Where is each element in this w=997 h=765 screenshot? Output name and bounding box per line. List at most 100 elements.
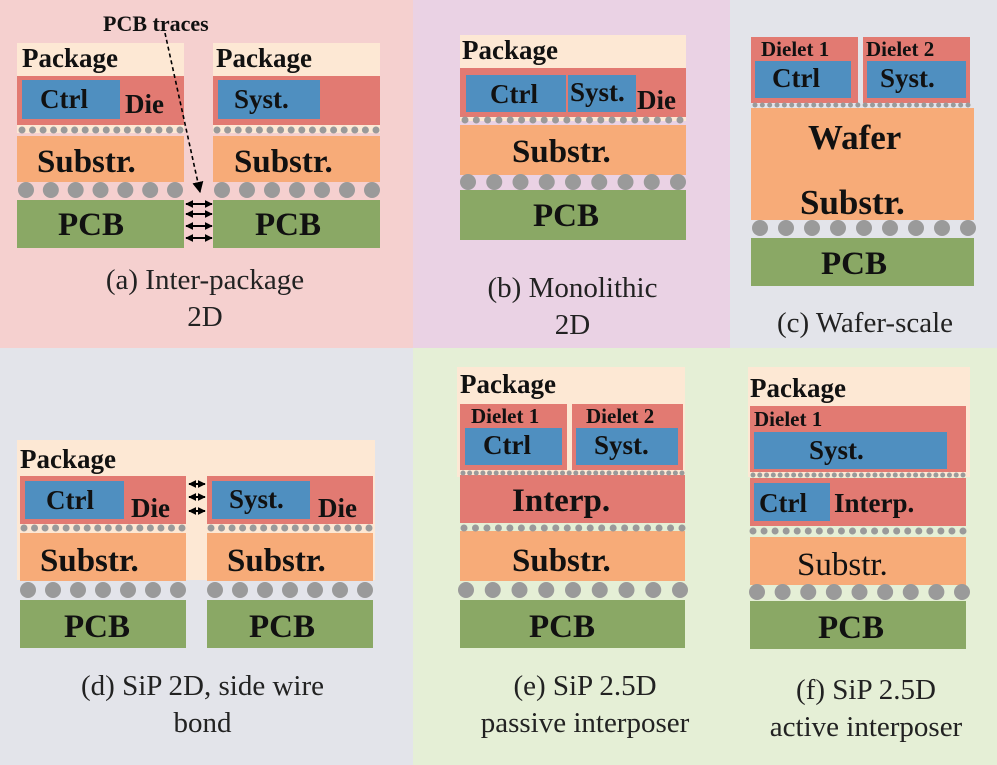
micro-bump <box>926 472 932 478</box>
micro-bump <box>593 470 599 476</box>
micro-bump <box>495 116 503 124</box>
micro-bump <box>865 472 871 478</box>
micro-bump <box>870 102 876 108</box>
micro-bump <box>560 470 566 476</box>
solder-ball <box>830 220 846 236</box>
die-label: Die <box>637 85 676 115</box>
micro-bump <box>757 472 763 478</box>
micro-bump <box>563 116 571 124</box>
micro-bump <box>899 472 905 478</box>
micro-bump <box>921 102 927 108</box>
micro-bump <box>20 524 28 532</box>
pcb-label: PCB <box>255 207 321 243</box>
micro-bump <box>906 472 912 478</box>
micro-bump <box>959 527 967 535</box>
interposer-label: Interp. <box>512 483 611 519</box>
micro-bump <box>750 472 756 478</box>
solder-ball <box>332 582 348 598</box>
micro-bump <box>176 126 184 134</box>
solder-ball <box>67 182 84 198</box>
micro-bump <box>936 102 942 108</box>
micro-bump <box>484 116 492 124</box>
micro-bump <box>784 472 790 478</box>
micro-bump <box>520 470 526 476</box>
micro-bump <box>255 126 263 134</box>
micro-bump <box>157 524 165 532</box>
micro-bump <box>749 527 757 535</box>
ctrl-label: Ctrl <box>40 84 88 114</box>
syst-core <box>576 428 678 465</box>
solder-ball <box>928 584 945 600</box>
micro-bump <box>770 472 776 478</box>
micro-bump <box>893 527 901 535</box>
micro-bump <box>633 470 639 476</box>
micro-bump <box>847 102 853 108</box>
solder-ball <box>282 582 298 598</box>
solder-ball <box>92 182 109 198</box>
micro-bump <box>826 527 834 535</box>
pcb-traces-label: PCB traces <box>103 11 209 36</box>
solder-ball <box>851 584 868 600</box>
pcb-d-left <box>20 600 186 648</box>
ctrl-core <box>465 428 562 465</box>
substrate-b <box>460 125 686 175</box>
solder-ball <box>120 582 136 598</box>
micro-bump <box>659 470 665 476</box>
micro-bump <box>136 524 144 532</box>
micro-bump <box>833 102 839 108</box>
micro-bump <box>937 527 945 535</box>
die-label: Die <box>318 493 357 523</box>
syst-core <box>218 80 320 119</box>
pcb-label: PCB <box>529 609 595 645</box>
micro-bump <box>803 102 809 108</box>
solder-ball <box>145 582 161 598</box>
pcb-d-right <box>207 600 373 648</box>
solder-ball <box>117 182 134 198</box>
solder-ball <box>314 182 330 198</box>
solder-ball <box>239 182 255 198</box>
solder-ball <box>618 582 635 598</box>
ctrl-core <box>755 61 851 98</box>
micro-bump <box>372 126 380 134</box>
micro-bump <box>308 126 316 134</box>
micro-bump <box>906 102 912 108</box>
micro-bump <box>818 472 824 478</box>
micro-bump <box>585 116 593 124</box>
substrate-label: Substr. <box>797 547 888 583</box>
micro-bump <box>771 527 779 535</box>
micro-bump <box>312 524 320 532</box>
micro-bump <box>287 126 295 134</box>
micro-bump <box>340 126 348 134</box>
micro-bump <box>94 524 102 532</box>
micro-bump <box>852 472 858 478</box>
micro-bump <box>213 126 221 134</box>
micro-bump <box>266 126 274 134</box>
die-label: Die <box>125 89 164 119</box>
micro-bump <box>855 102 861 108</box>
solder-ball <box>486 174 503 190</box>
pcb-label: PCB <box>818 610 884 646</box>
micro-bump <box>848 527 856 535</box>
ctrl-label: Ctrl <box>772 63 820 93</box>
micro-bump <box>178 524 186 532</box>
substrate-label: Substr. <box>227 543 326 579</box>
pcb-label: PCB <box>821 246 887 282</box>
caption-e-text: (e) SiP 2.5D passive interposer <box>480 670 690 739</box>
micro-bump <box>579 470 585 476</box>
micro-bump <box>472 116 480 124</box>
solder-ball <box>357 582 373 598</box>
ctrl-label: Ctrl <box>490 79 538 109</box>
micro-bump <box>837 527 845 535</box>
micro-bump <box>125 524 133 532</box>
micro-bump <box>631 116 639 124</box>
micro-bump <box>123 126 131 134</box>
micro-bump <box>609 524 617 532</box>
solder-ball <box>591 582 608 598</box>
micro-bump <box>330 126 338 134</box>
micro-bump <box>764 472 770 478</box>
micro-bump <box>767 102 773 108</box>
solder-ball <box>882 220 898 236</box>
micro-bump <box>517 524 525 532</box>
micro-bump <box>597 116 605 124</box>
solder-ball <box>752 220 768 236</box>
